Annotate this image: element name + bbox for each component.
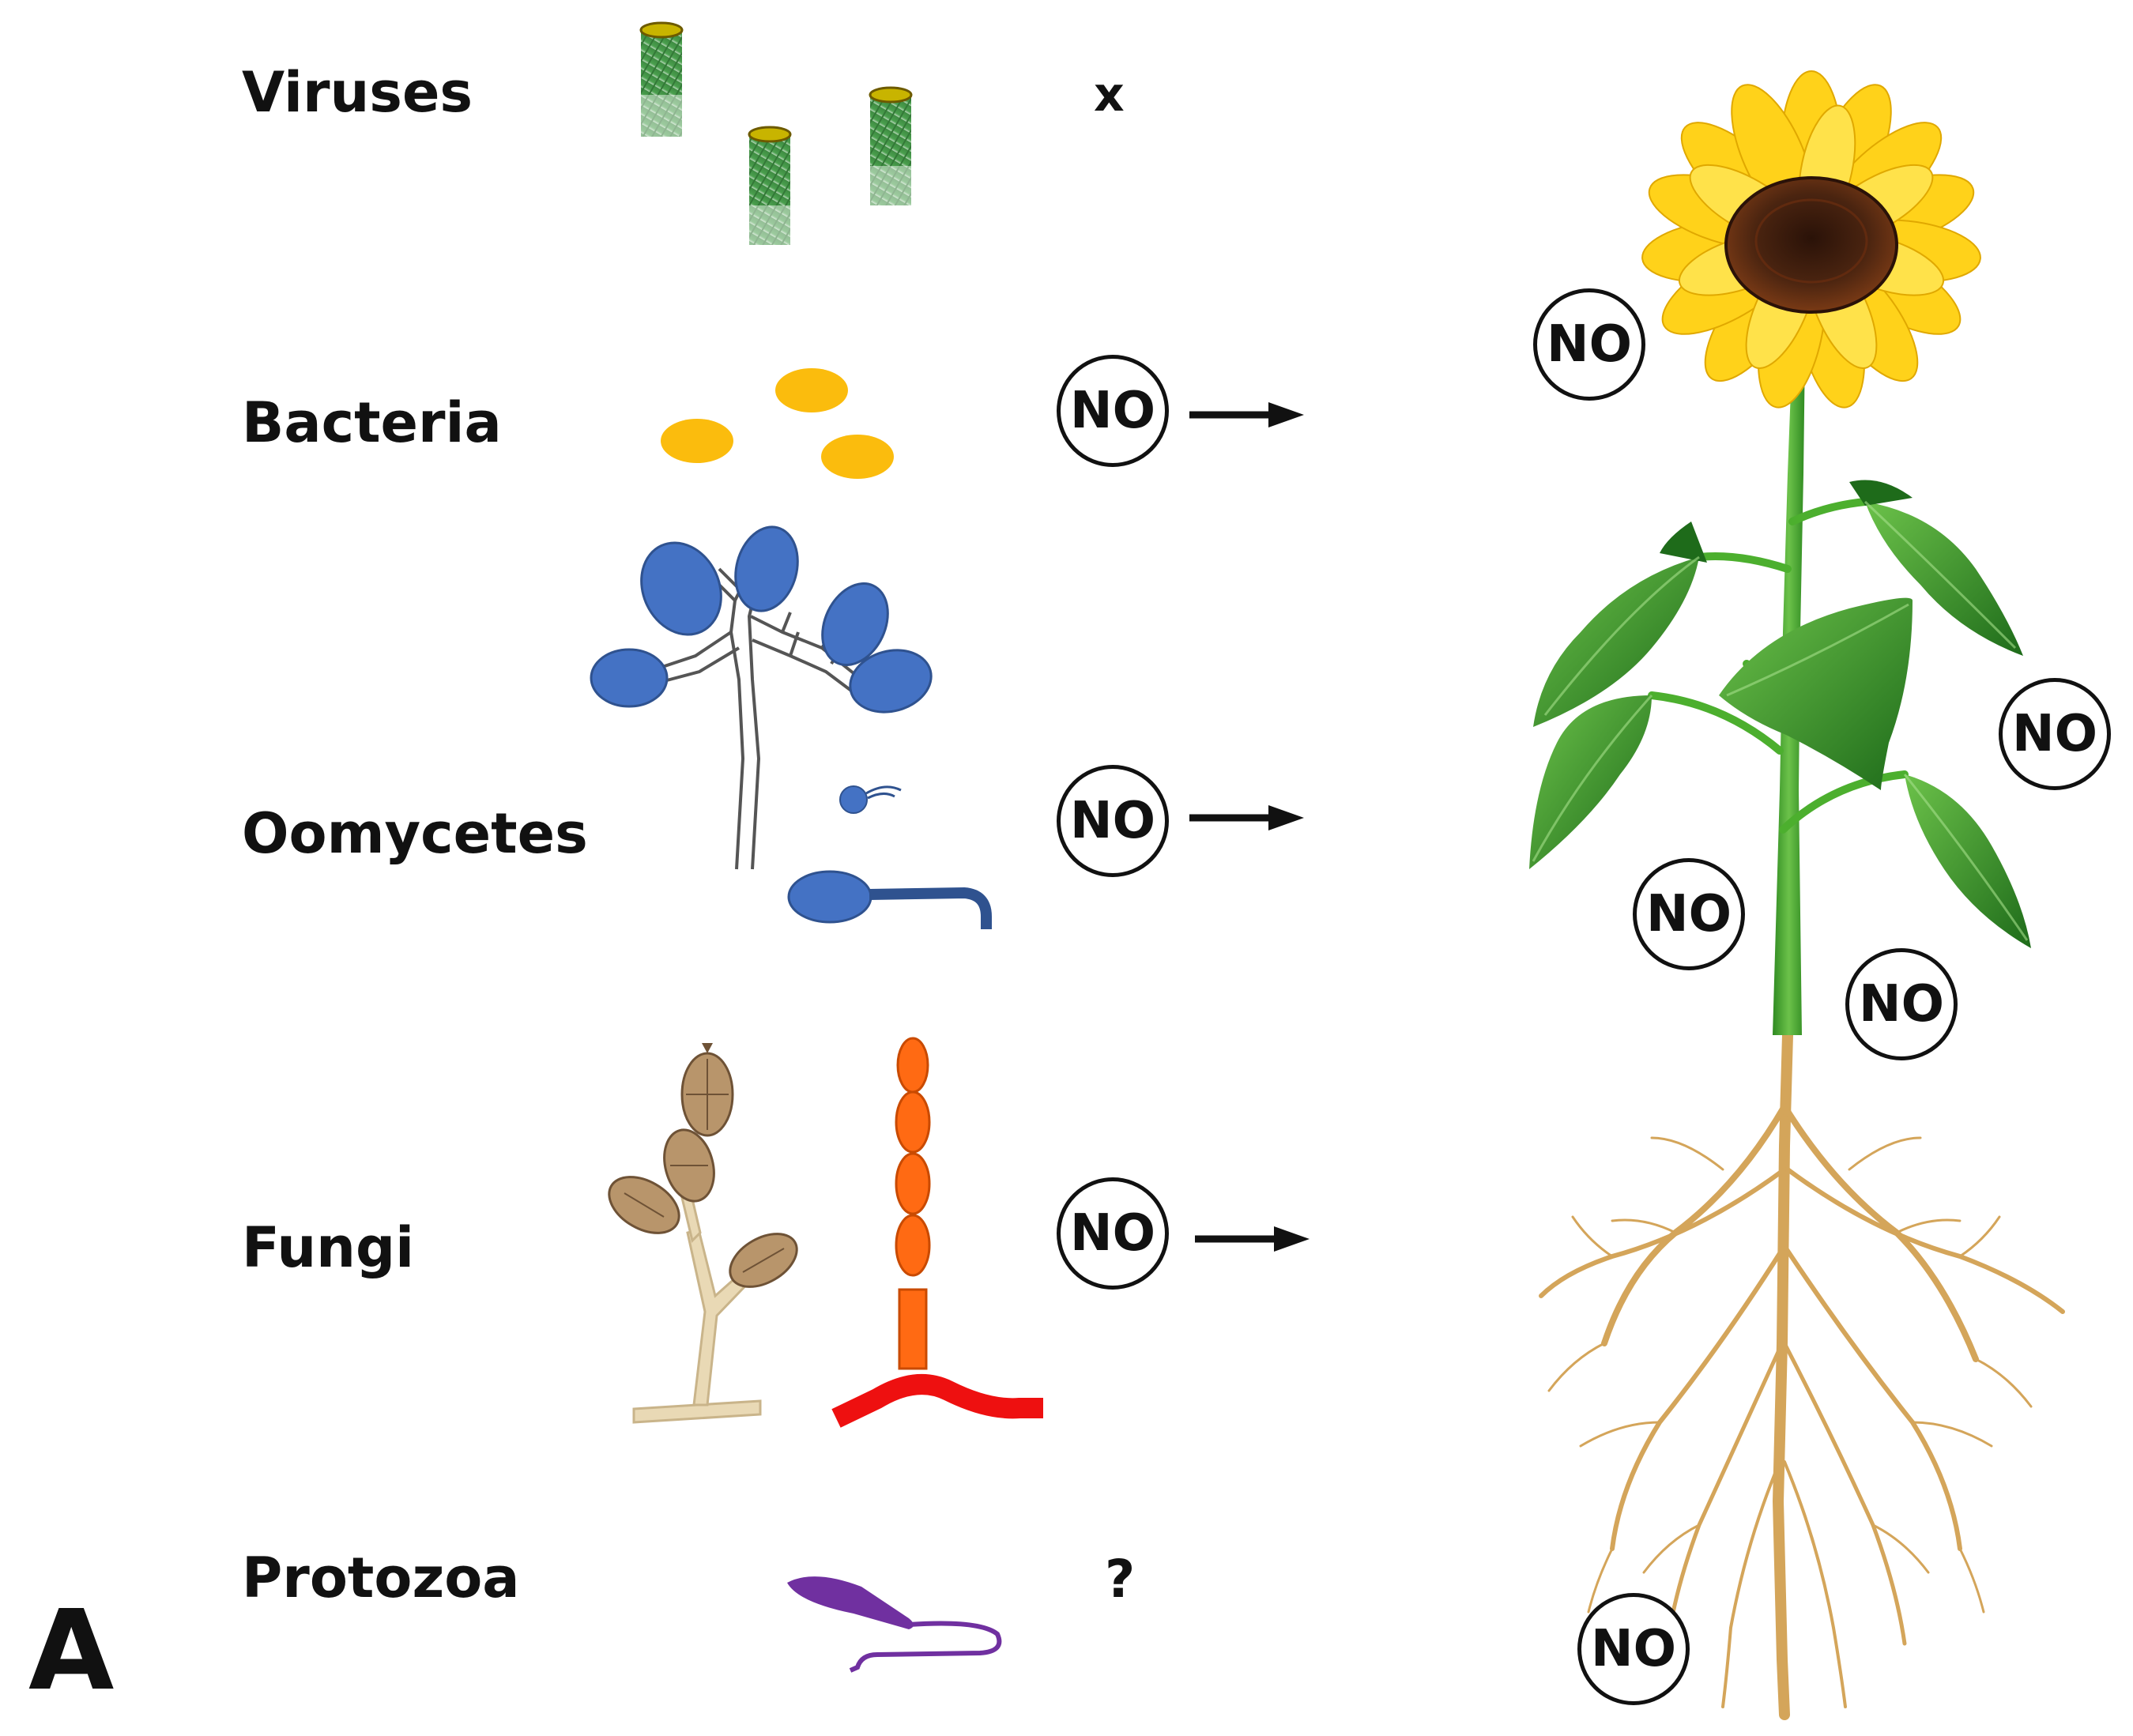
virus-particle-3 xyxy=(869,86,913,205)
row-label-protozoa: Protozoa xyxy=(242,1546,520,1610)
arrow-right-icon xyxy=(1189,805,1304,830)
arrow-right-icon xyxy=(1195,1226,1310,1252)
row-label-viruses: Viruses xyxy=(242,60,473,125)
plant-no-text: NO xyxy=(1646,885,1732,943)
virus-particle-2 xyxy=(748,126,792,245)
plant-no-text: NO xyxy=(1591,1620,1676,1678)
row-label-fungi: Fungi xyxy=(242,1215,415,1280)
bacteria-no-text: NO xyxy=(1070,382,1155,440)
panel-letter: A xyxy=(28,1587,115,1715)
plant-no-badge-stem-left: NO xyxy=(1633,858,1745,970)
oomycetes-no-text: NO xyxy=(1070,792,1155,850)
plant-no-text: NO xyxy=(1547,315,1632,374)
oomycetes-no-badge: NO xyxy=(1057,765,1169,877)
bacteria-no-badge: NO xyxy=(1057,355,1169,467)
plant-no-badge-root: NO xyxy=(1577,1593,1690,1705)
plant-no-badge-leaf-right: NO xyxy=(1999,678,2111,790)
protozoa-indicator: ? xyxy=(1105,1549,1136,1610)
plant-no-badge-stem-right: NO xyxy=(1845,948,1958,1060)
virus-particle-1 xyxy=(639,21,684,137)
plant-no-text: NO xyxy=(1859,975,1944,1034)
fungi-no-badge: NO xyxy=(1057,1177,1169,1290)
plant-no-text: NO xyxy=(2012,705,2097,763)
fungi-no-text: NO xyxy=(1070,1204,1155,1263)
row-label-oomycetes: Oomycetes xyxy=(242,801,588,866)
row-label-bacteria: Bacteria xyxy=(242,390,502,455)
arrow-right-icon xyxy=(1189,402,1304,427)
plant-no-badge-flower: NO xyxy=(1533,288,1645,401)
virus-indicator: x xyxy=(1094,67,1125,122)
